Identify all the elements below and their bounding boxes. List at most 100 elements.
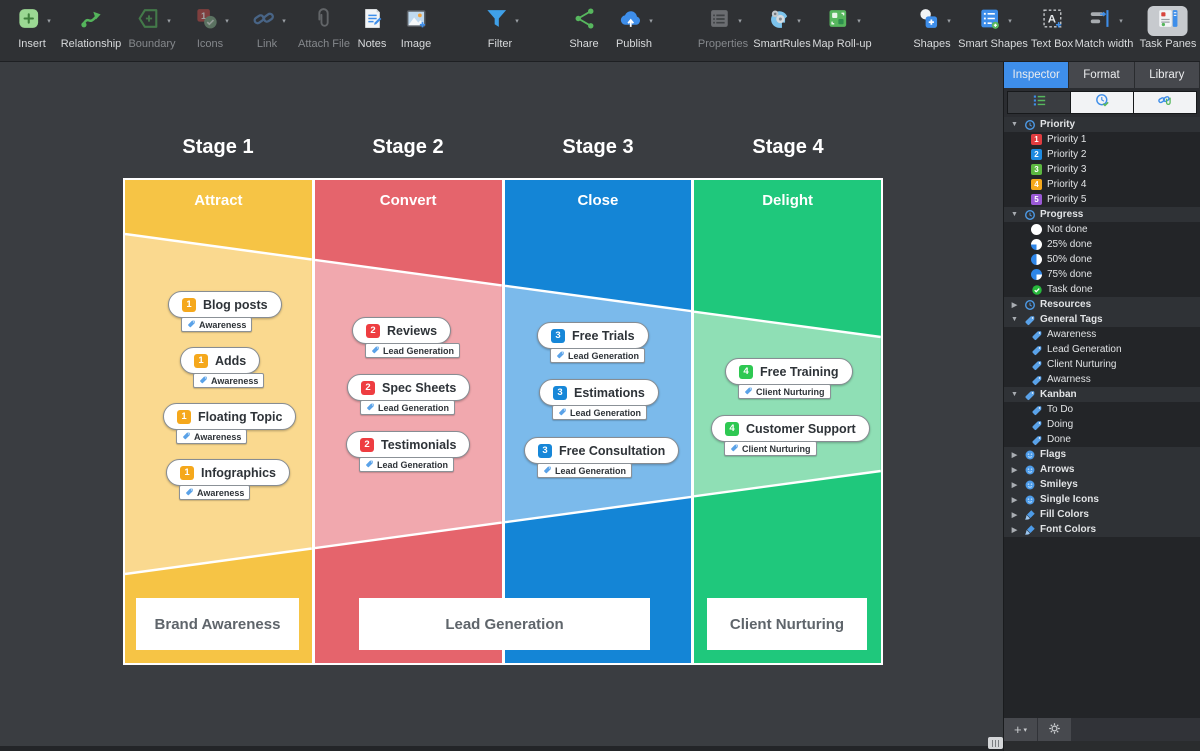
chevron-down-icon[interactable]: ▾ bbox=[947, 17, 951, 25]
column-header-label[interactable]: Delight bbox=[762, 192, 814, 209]
tree-row-done[interactable]: Done bbox=[1004, 432, 1200, 447]
tree-row-flags[interactable]: ▶Flags bbox=[1004, 447, 1200, 462]
tree-row-50-done[interactable]: 50% done bbox=[1004, 252, 1200, 267]
stage-label-3[interactable]: Stage 3 bbox=[562, 136, 634, 158]
column-header-label[interactable]: Attract bbox=[194, 192, 243, 209]
tree-row-awareness[interactable]: Awareness bbox=[1004, 327, 1200, 342]
chevron-down-icon[interactable]: ▾ bbox=[857, 17, 861, 25]
toolbar-share-button[interactable]: Share bbox=[569, 5, 599, 50]
topic-tag[interactable]: Awareness bbox=[181, 317, 253, 332]
tree-row-25-done[interactable]: 25% done bbox=[1004, 237, 1200, 252]
tab-library[interactable]: Library bbox=[1134, 62, 1200, 88]
stage-label-1[interactable]: Stage 1 bbox=[182, 136, 254, 158]
toolbar-notes-button[interactable]: Notes bbox=[357, 5, 387, 50]
topic-tag[interactable]: Lead Generation bbox=[365, 343, 461, 358]
toolbar-task-panes-button[interactable]: Task Panes bbox=[1140, 5, 1196, 50]
bottom-box-client-nurturing[interactable]: Client Nurturing bbox=[707, 598, 867, 650]
toolbar-filter-button[interactable]: ▾Filter bbox=[481, 5, 519, 50]
chevron-down-icon[interactable]: ▾ bbox=[47, 17, 51, 25]
tree-row-task-done[interactable]: Task done bbox=[1004, 282, 1200, 297]
toolbar-map-roll-up-button[interactable]: ▾Map Roll-up bbox=[812, 5, 872, 50]
tree-row-client-nurturing[interactable]: Client Nurturing bbox=[1004, 357, 1200, 372]
stage-label-2[interactable]: Stage 2 bbox=[372, 136, 444, 158]
disclosure-closed-icon[interactable]: ▶ bbox=[1011, 451, 1018, 459]
tree-row-progress[interactable]: ▼Progress bbox=[1004, 207, 1200, 222]
bottom-box-brand-awareness[interactable]: Brand Awareness bbox=[136, 598, 299, 650]
add-marker-button[interactable]: +▾ bbox=[1004, 718, 1037, 741]
pane-resize-grip[interactable] bbox=[988, 737, 1003, 749]
tab-inspector[interactable]: Inspector bbox=[1004, 62, 1070, 88]
topic-tag[interactable]: Client Nurturing bbox=[738, 384, 831, 399]
disclosure-open-icon[interactable]: ▼ bbox=[1011, 211, 1018, 218]
segment-task-clock[interactable] bbox=[1071, 91, 1134, 114]
funnel-column-convert[interactable]: Convert bbox=[314, 180, 502, 663]
disclosure-open-icon[interactable]: ▼ bbox=[1011, 391, 1018, 398]
chevron-down-icon[interactable]: ▾ bbox=[649, 17, 653, 25]
tree-row-not-done[interactable]: Not done bbox=[1004, 222, 1200, 237]
disclosure-closed-icon[interactable]: ▶ bbox=[1011, 511, 1018, 519]
disclosure-closed-icon[interactable]: ▶ bbox=[1011, 526, 1018, 534]
segment-links-attachments[interactable] bbox=[1134, 91, 1197, 114]
tree-row-fill-colors[interactable]: ▶Fill Colors bbox=[1004, 507, 1200, 522]
column-header-label[interactable]: Convert bbox=[379, 192, 437, 209]
topic-tag[interactable]: Lead Generation bbox=[537, 463, 633, 478]
disclosure-closed-icon[interactable]: ▶ bbox=[1011, 466, 1018, 474]
tree-row-single-icons[interactable]: ▶Single Icons bbox=[1004, 492, 1200, 507]
column-header-label[interactable]: Close bbox=[577, 192, 619, 209]
disclosure-open-icon[interactable]: ▼ bbox=[1011, 121, 1018, 128]
topic-tag[interactable]: Client Nurturing bbox=[724, 441, 817, 456]
topic-tag[interactable]: Lead Generation bbox=[552, 405, 648, 420]
funnel-column-close[interactable]: Close bbox=[504, 180, 692, 663]
tree-row-kanban[interactable]: ▼Kanban bbox=[1004, 387, 1200, 402]
tree-row-75-done[interactable]: 75% done bbox=[1004, 267, 1200, 282]
tree-row-general-tags[interactable]: ▼General Tags bbox=[1004, 312, 1200, 327]
topic-tag[interactable]: Lead Generation bbox=[359, 457, 455, 472]
toolbar-shapes-button[interactable]: ▾Shapes bbox=[913, 5, 951, 50]
chevron-down-icon[interactable]: ▾ bbox=[1119, 17, 1123, 25]
tree-row-priority[interactable]: ▼Priority bbox=[1004, 117, 1200, 132]
tree-row-arrows[interactable]: ▶Arrows bbox=[1004, 462, 1200, 477]
bottom-box-lead-generation[interactable]: Lead Generation bbox=[359, 598, 650, 650]
toolbar-image-button[interactable]: Image bbox=[401, 5, 431, 50]
chevron-down-icon[interactable]: ▾ bbox=[1008, 17, 1012, 25]
tree-row-awarness[interactable]: Awarness bbox=[1004, 372, 1200, 387]
toolbar-insert-button[interactable]: ▾Insert bbox=[13, 5, 51, 50]
toolbar-smartrules-button[interactable]: ▾SmartRules bbox=[753, 5, 811, 50]
tree-row-to-do[interactable]: To Do bbox=[1004, 402, 1200, 417]
topic-tag[interactable]: Lead Generation bbox=[360, 400, 456, 415]
toolbar-smart-shapes-button[interactable]: ▾Smart Shapes bbox=[958, 5, 1028, 50]
tree-row-resources[interactable]: ▶Resources bbox=[1004, 297, 1200, 312]
chevron-down-icon[interactable]: ▾ bbox=[797, 17, 801, 25]
topic-tag[interactable]: Awareness bbox=[179, 485, 251, 500]
tree-row-doing[interactable]: Doing bbox=[1004, 417, 1200, 432]
toolbar-match-width-button[interactable]: ▾Match width bbox=[1075, 5, 1133, 50]
topic-tag[interactable]: Lead Generation bbox=[550, 348, 646, 363]
tree-row-font-colors[interactable]: ▶Font Colors bbox=[1004, 522, 1200, 537]
chevron-down-icon[interactable]: ▾ bbox=[515, 17, 519, 25]
